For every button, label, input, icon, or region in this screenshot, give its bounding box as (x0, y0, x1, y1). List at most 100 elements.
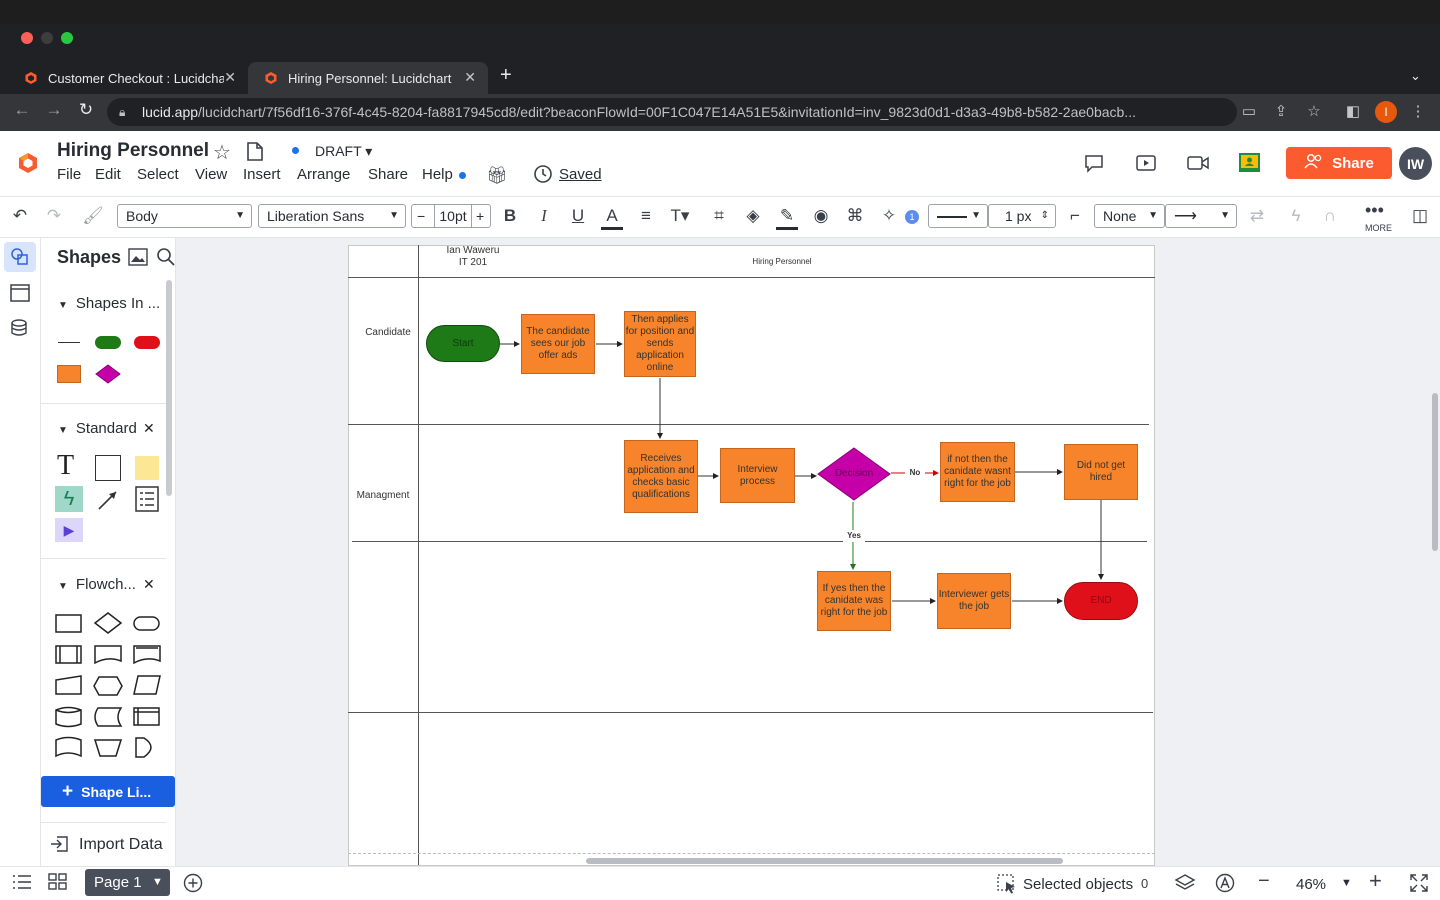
redo-icon[interactable]: ↷ (46, 206, 62, 225)
rectangle-shape[interactable] (95, 455, 121, 481)
chevron-down-icon[interactable]: ▼ (152, 876, 163, 888)
not-right-node[interactable]: if not then the canidate wasnt right for… (940, 442, 1015, 502)
fullscreen-icon[interactable] (1410, 874, 1428, 897)
url-field[interactable]: 🔒︎ lucid.app/lucidchart/7f56df16-376f-4c… (107, 98, 1237, 126)
list-shape-icon[interactable] (135, 486, 159, 517)
line-width-select[interactable]: 1 px⇕ (988, 204, 1056, 228)
shape-options-icon[interactable]: ⌘ (846, 206, 864, 225)
line-color-icon[interactable]: ✎ (776, 205, 798, 230)
menu-arrange[interactable]: Arrange (297, 166, 351, 183)
menu-share[interactable]: Share (368, 166, 409, 183)
magnet-icon[interactable]: ∩ (1323, 206, 1337, 225)
format-painter-icon[interactable]: 🖌︎ (82, 206, 104, 225)
green-terminator-shape[interactable] (95, 336, 121, 349)
import-icon[interactable] (50, 836, 68, 857)
zoom-level[interactable]: 46% (1296, 876, 1327, 893)
profile-avatar[interactable]: I (1375, 101, 1397, 123)
red-terminator-shape[interactable] (134, 336, 160, 349)
panel-toggle-icon[interactable]: ◫ (1411, 206, 1429, 225)
font-size-value[interactable]: 10pt (434, 205, 472, 227)
search-icon[interactable] (156, 247, 176, 272)
share-button[interactable]: Share (1286, 147, 1392, 179)
document-icon[interactable] (247, 142, 263, 166)
line-style-select[interactable]: ▼ (928, 204, 988, 228)
close-window-dot[interactable] (21, 32, 33, 44)
browser-tab-hiring[interactable]: Hiring Personnel: Lucidchart ✕ (248, 62, 488, 94)
align-icon[interactable]: ≡ (641, 206, 651, 225)
draft-status-dropdown[interactable]: DRAFT ▾ (315, 143, 373, 159)
sees-ads-node[interactable]: The candidate sees our job offer ads (521, 314, 595, 374)
grid-view-icon[interactable] (48, 873, 68, 896)
zoom-in-button[interactable]: + (1369, 868, 1382, 893)
data-tab-icon[interactable] (10, 319, 32, 344)
receives-application-node[interactable]: Receives application and checks basic qu… (624, 440, 698, 513)
zoom-out-button[interactable]: − (1258, 870, 1270, 892)
sticky-note-shape[interactable] (135, 456, 159, 480)
applies-node[interactable]: Then applies for position and sends appl… (624, 311, 696, 377)
more-dots-icon[interactable]: ••• (1365, 200, 1384, 220)
orange-process-shape[interactable] (57, 365, 81, 383)
video-call-icon[interactable] (1187, 155, 1209, 176)
flowchart-section-header[interactable]: ▼Flowch... (58, 576, 136, 593)
arrow-start-select[interactable]: None▼ (1094, 204, 1165, 228)
text-options-icon[interactable]: T▾ (670, 206, 690, 225)
undo-icon[interactable]: ↶ (12, 206, 28, 225)
italic-button[interactable]: I (541, 206, 547, 225)
add-page-icon[interactable] (183, 873, 203, 898)
favorite-star-icon[interactable]: ☆ (213, 142, 231, 164)
arrow-line-shape[interactable] (96, 488, 120, 517)
sidebar-icon[interactable]: ◧ (1345, 103, 1361, 120)
lucid-logo-icon[interactable] (17, 152, 39, 179)
bold-button[interactable]: B (503, 206, 517, 225)
menu-edit[interactable]: Edit (95, 166, 121, 183)
close-tab-icon[interactable]: ✕ (224, 69, 236, 85)
opacity-icon[interactable]: ◉ (813, 206, 829, 225)
share-page-icon[interactable]: ⇪ (1274, 103, 1288, 120)
magic-wand-icon[interactable]: ✧ (881, 206, 897, 225)
close-flowchart-icon[interactable]: ✕ (143, 576, 155, 592)
new-tab-button[interactable]: + (500, 64, 512, 86)
user-avatar[interactable]: IW (1399, 147, 1432, 180)
image-icon[interactable] (128, 248, 148, 271)
import-data-button[interactable]: Import Data (79, 836, 163, 853)
menu-select[interactable]: Select (137, 166, 179, 183)
start-node[interactable]: Start (426, 325, 500, 362)
fill-color-icon[interactable]: ◈ (746, 206, 760, 225)
tab-search-chevron-icon[interactable]: ⌄ (1410, 68, 1421, 83)
line-shape-icon[interactable]: ⌐ (1070, 206, 1080, 225)
google-classroom-icon[interactable] (1239, 153, 1260, 177)
back-icon[interactable]: ← (13, 100, 31, 119)
menu-view[interactable]: View (195, 166, 228, 183)
templates-tab-icon[interactable] (10, 284, 30, 307)
comment-icon[interactable] (1084, 153, 1104, 178)
yes-label[interactable]: Yes (843, 530, 865, 542)
browser-menu-icon[interactable]: ⋮ (1410, 103, 1426, 120)
arrow-end-select[interactable]: ⟶▼ (1165, 204, 1237, 228)
end-node[interactable]: END (1064, 582, 1138, 620)
line-shape[interactable] (58, 342, 80, 343)
close-tab-icon[interactable]: ✕ (464, 69, 476, 85)
flowchart-shapes-grid[interactable] (52, 610, 166, 762)
vertical-scrollbar[interactable] (1432, 393, 1438, 551)
lane-label-candidate[interactable]: Candidate (365, 327, 411, 338)
font-size-stepper[interactable]: − 10pt + (411, 204, 491, 228)
layers-icon[interactable] (1174, 873, 1196, 898)
saved-status-link[interactable]: Saved (559, 166, 602, 183)
interview-process-node[interactable]: Interview process (720, 448, 795, 503)
horizontal-scrollbar[interactable] (586, 858, 1063, 864)
font-size-decrease-button[interactable]: − (417, 208, 426, 224)
no-label[interactable]: No (905, 467, 925, 479)
yes-right-node[interactable]: If yes then the canidate was right for t… (817, 571, 891, 631)
style-select[interactable]: Body▼ (117, 204, 252, 228)
list-view-icon[interactable] (12, 873, 32, 896)
shapes-in-section-header[interactable]: ▼Shapes In ... (58, 295, 161, 312)
panel-scrollbar[interactable] (166, 280, 172, 496)
text-shape[interactable]: T (57, 450, 75, 481)
menu-insert[interactable]: Insert (243, 166, 281, 183)
menu-file[interactable]: File (57, 166, 82, 183)
not-hired-node[interactable]: Did not get hired (1064, 444, 1138, 500)
document-title[interactable]: Hiring Personnel (57, 140, 210, 161)
swap-arrows-icon[interactable]: ⇄ (1249, 206, 1265, 225)
lane-label-management[interactable]: Managment (356, 490, 410, 501)
forward-icon[interactable]: → (45, 100, 63, 119)
